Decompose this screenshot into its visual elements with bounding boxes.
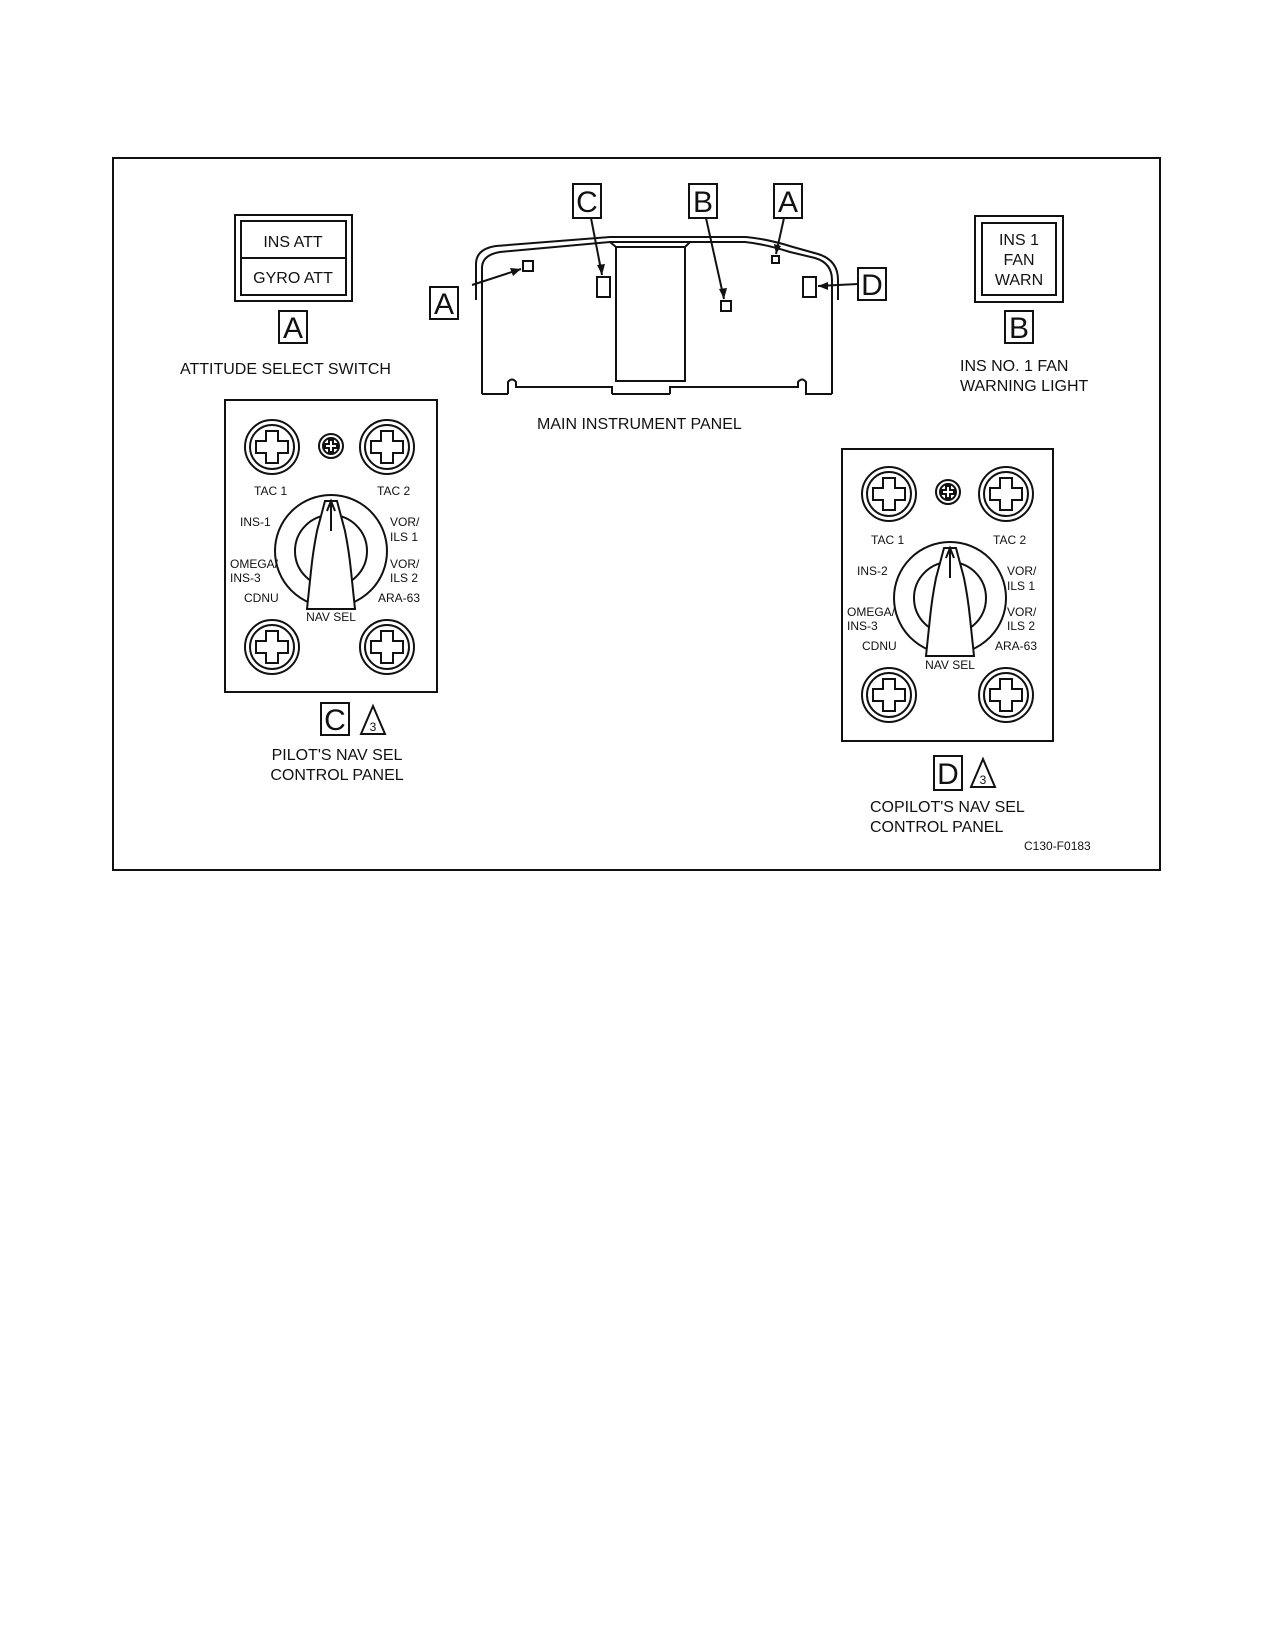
fan-warn-caption-2: WARNING LIGHT: [960, 378, 1089, 395]
main-instrument-panel-outline: [475, 236, 839, 395]
pos-omega-a: OMEGA/: [230, 557, 279, 571]
fastener-icon: [244, 419, 300, 475]
warning-number: 3: [370, 720, 377, 734]
copilot-panel-caption-2: CONTROL PANEL: [870, 819, 1003, 836]
pilot-panel-caption-2: CONTROL PANEL: [270, 767, 403, 784]
ins-att-label: INS ATT: [263, 234, 322, 251]
warning-triangle-icon: 3: [359, 703, 387, 735]
pilot-nav-sel-panel: TAC 1 TAC 2 INS-1 VOR/ ILS 1 OMEGA/ INS-…: [224, 399, 438, 693]
warning-triangle-icon: 3: [969, 756, 997, 788]
callout-letter: C: [324, 704, 346, 737]
pos-tac2: TAC 2: [377, 484, 410, 498]
location-marker-d: [802, 276, 817, 298]
callout-a-top-right: A: [773, 183, 803, 219]
location-marker-a-left: [522, 260, 534, 272]
pos-omega-b: INS-3: [847, 619, 878, 633]
location-marker-c: [596, 276, 611, 298]
pos-vor2-b: ILS 2: [390, 571, 418, 585]
nav-sel-knob-icon: [893, 541, 1007, 657]
attitude-select-switch: INS ATT GYRO ATT: [234, 214, 353, 302]
attitude-switch-caption: ATTITUDE SELECT SWITCH: [180, 361, 391, 378]
main-panel-caption: MAIN INSTRUMENT PANEL: [537, 416, 742, 433]
screw-icon: [935, 479, 961, 505]
fastener-icon: [359, 419, 415, 475]
pilot-panel-caption-1: PILOT'S NAV SEL: [272, 747, 403, 764]
callout-letter: B: [693, 186, 713, 219]
location-marker-a-right: [771, 255, 780, 264]
pos-tac2: TAC 2: [993, 533, 1026, 547]
pos-vor2-a: VOR/: [1007, 605, 1037, 619]
fan-warn-line-3: WARN: [995, 272, 1043, 289]
fastener-icon: [244, 619, 300, 675]
callout-arrows: [471, 217, 859, 300]
gyro-att-label: GYRO ATT: [253, 270, 333, 287]
callout-letter: D: [937, 758, 959, 791]
fastener-icon: [861, 466, 917, 522]
fastener-icon: [978, 466, 1034, 522]
callout-c-pilot: C: [320, 702, 350, 737]
callout-d-copilot: D: [933, 755, 963, 791]
callout-d-right: D: [857, 267, 887, 302]
nav-sel-label: NAV SEL: [925, 658, 975, 672]
callout-letter: A: [283, 312, 303, 345]
pos-omega-a: OMEGA/: [847, 605, 896, 619]
fan-warn-line-2: FAN: [1003, 252, 1034, 269]
nav-sel-knob-icon: [274, 494, 388, 610]
pos-omega-b: INS-3: [230, 571, 261, 585]
pos-vor2-b: ILS 2: [1007, 619, 1035, 633]
callout-a-left: A: [429, 286, 459, 321]
pos-ins: INS-1: [240, 515, 271, 529]
nav-sel-label: NAV SEL: [306, 610, 356, 624]
callout-letter: A: [434, 288, 454, 321]
ins-fan-warn-light: INS 1 FAN WARN: [974, 215, 1064, 303]
callout-b-top: B: [688, 183, 718, 219]
pos-vor1-a: VOR/: [390, 515, 420, 529]
warning-number: 3: [980, 773, 987, 787]
callout-letter: C: [576, 186, 598, 219]
pos-ins: INS-2: [857, 564, 888, 578]
callout-a-attitude: A: [278, 310, 308, 345]
callout-c-top: C: [572, 183, 602, 219]
callout-letter: D: [861, 269, 883, 302]
pos-vor1-a: VOR/: [1007, 564, 1037, 578]
pos-vor1-b: ILS 1: [1007, 579, 1035, 593]
location-marker-b: [720, 300, 732, 312]
figure-frame: [112, 157, 1161, 871]
pos-ara: ARA-63: [995, 639, 1037, 653]
pos-vor1-b: ILS 1: [390, 530, 418, 544]
fastener-icon: [359, 619, 415, 675]
copilot-panel-caption-1: COPILOT'S NAV SEL: [870, 799, 1025, 816]
figure-id: C130-F0183: [1024, 839, 1091, 853]
screw-icon: [318, 433, 344, 459]
callout-letter: B: [1009, 312, 1029, 345]
pos-tac1: TAC 1: [871, 533, 904, 547]
callout-b-fan-warn: B: [1004, 310, 1034, 345]
pos-vor2-a: VOR/: [390, 557, 420, 571]
callout-letter: A: [778, 186, 798, 219]
pos-ara: ARA-63: [378, 591, 420, 605]
fan-warn-caption-1: INS NO. 1 FAN: [960, 358, 1068, 375]
fan-warn-line-1: INS 1: [999, 232, 1039, 249]
copilot-nav-sel-panel: TAC 1 TAC 2 INS-2 VOR/ ILS 1 OMEGA/ INS-…: [841, 448, 1054, 742]
fastener-icon: [861, 667, 917, 723]
pos-tac1: TAC 1: [254, 484, 287, 498]
pos-cdnu: CDNU: [244, 591, 279, 605]
fastener-icon: [978, 667, 1034, 723]
pos-cdnu: CDNU: [862, 639, 897, 653]
